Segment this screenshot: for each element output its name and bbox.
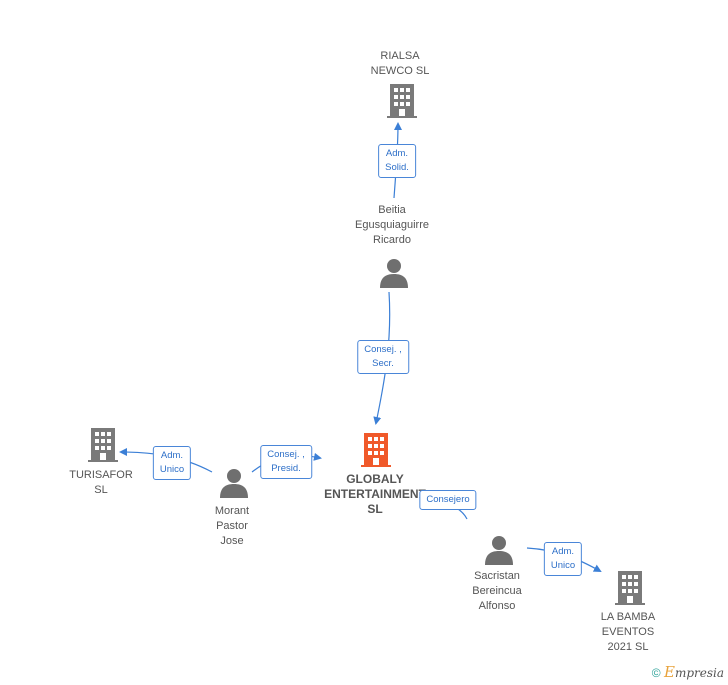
edge-role-tag[interactable]: Adm. Unico — [152, 446, 192, 480]
building-icon[interactable] — [615, 571, 645, 605]
node-label-line: NEWCO SL — [370, 65, 430, 77]
person-icon[interactable] — [485, 535, 513, 565]
edge-role-line: Secr. — [372, 358, 394, 369]
edge-role-line: Unico — [550, 560, 576, 571]
edge-role-line: Presid. — [271, 463, 301, 474]
node-label-line: RIALSA — [380, 50, 420, 62]
node-label-globaly[interactable]: GLOBALY ENTERTAINMENT SL — [324, 472, 426, 517]
edge-role-tag[interactable]: Adm. Unico — [543, 542, 583, 576]
brand-logo: Empresia — [663, 663, 724, 681]
node-label-line: TURISAFOR — [69, 469, 133, 481]
node-label-line: EVENTOS — [601, 626, 655, 638]
copyright-icon: © — [651, 666, 661, 680]
node-label-line: Egusquiaguirre — [355, 219, 429, 231]
edge-role-line: Consej. , — [267, 449, 305, 460]
edge-role-line: Adm. — [551, 546, 575, 557]
node-label-line: LA BAMBA — [600, 611, 656, 623]
node-label-line: ENTERTAINMENT — [324, 487, 426, 501]
node-label-line: Ricardo — [373, 234, 411, 246]
node-label-rialsa[interactable]: RIALSA NEWCO SL — [371, 49, 430, 79]
node-label-line: Bereincua — [472, 585, 522, 597]
brand-initial: E — [663, 663, 675, 681]
edge-role-line: Consejero — [426, 494, 470, 505]
building-icon[interactable] — [387, 84, 417, 118]
node-label-line: Alfonso — [478, 600, 516, 612]
brand-rest: mpresia — [674, 666, 724, 680]
edge-role-line: Adm. — [160, 450, 184, 461]
edge-role-line: Adm. — [385, 148, 409, 159]
node-label-turisafor[interactable]: TURISAFOR SL — [69, 468, 133, 498]
node-label-line: 2021 SL — [607, 641, 649, 653]
node-label-sacristan[interactable]: Sacristan Bereincua Alfonso — [472, 569, 522, 614]
edge-role-line: Consej. , — [364, 344, 402, 355]
node-label-line: Morant — [214, 505, 250, 517]
person-icon[interactable] — [220, 468, 248, 498]
node-label-line: Jose — [220, 535, 244, 547]
node-label-labamba[interactable]: LA BAMBA EVENTOS 2021 SL — [601, 610, 655, 655]
node-label-morant[interactable]: Morant Pastor Jose — [215, 504, 249, 549]
edge-role-tag[interactable]: Adm. Solid. — [378, 144, 416, 178]
node-label-beitia[interactable]: Beitia Egusquiaguirre Ricardo — [355, 203, 429, 248]
node-label-line: SL — [94, 484, 108, 496]
edge-role-tag[interactable]: Consej. , Secr. — [357, 340, 409, 374]
footer-brand[interactable]: © Empresia — [652, 663, 724, 681]
edge-role-line: Solid. — [385, 162, 409, 173]
node-label-line: Pastor — [216, 520, 248, 532]
building-icon[interactable] — [361, 433, 391, 467]
edge-role-tag[interactable]: Consejero — [419, 490, 477, 510]
node-label-line: Beitia — [378, 204, 406, 216]
node-label-line: SL — [367, 502, 383, 516]
edge-role-tag[interactable]: Consej. , Presid. — [260, 445, 312, 479]
person-icon[interactable] — [380, 258, 408, 288]
building-icon[interactable] — [88, 428, 118, 462]
node-label-line: Sacristan — [474, 570, 520, 582]
edge-role-line: Unico — [159, 464, 185, 475]
node-label-line: GLOBALY — [346, 472, 404, 486]
